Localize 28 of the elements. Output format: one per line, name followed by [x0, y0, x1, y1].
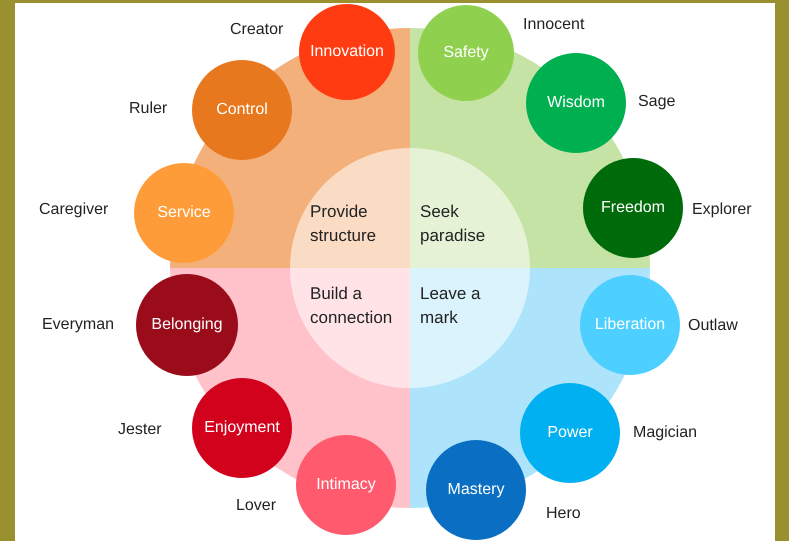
archetype-label: Explorer	[692, 201, 752, 219]
archetype-label: Creator	[230, 21, 284, 39]
value-label: Mastery	[448, 481, 504, 499]
archetype-label: Everyman	[42, 316, 114, 334]
value-label: Power	[547, 424, 593, 442]
value-label: Service	[157, 204, 211, 222]
value-label: Enjoyment	[204, 419, 280, 437]
value-label: Wisdom	[547, 94, 605, 112]
archetype-label: Hero	[546, 505, 581, 523]
quadrant-label: Build a connection	[310, 282, 406, 330]
value-label: Safety	[443, 44, 489, 62]
archetype-label: Ruler	[129, 100, 168, 118]
archetype-label: Outlaw	[688, 317, 738, 335]
value-label: Freedom	[600, 199, 666, 217]
archetype-label: Jester	[118, 421, 162, 439]
archetype-label: Innocent	[523, 16, 584, 34]
value-label: Belonging	[151, 316, 223, 334]
value-label: Liberation	[594, 316, 666, 334]
archetype-label: Sage	[638, 93, 676, 111]
quadrant-label: Seek paradise	[420, 200, 516, 248]
quadrant-label: Provide structure	[310, 200, 406, 248]
archetype-label: Lover	[236, 497, 276, 515]
value-label: Innovation	[310, 43, 384, 61]
archetype-label: Magician	[633, 424, 698, 442]
quadrant-label: Leave a mark	[420, 282, 516, 330]
value-label: Intimacy	[316, 476, 376, 494]
archetype-label: Caregiver	[39, 201, 108, 219]
value-label: Control	[216, 101, 268, 119]
